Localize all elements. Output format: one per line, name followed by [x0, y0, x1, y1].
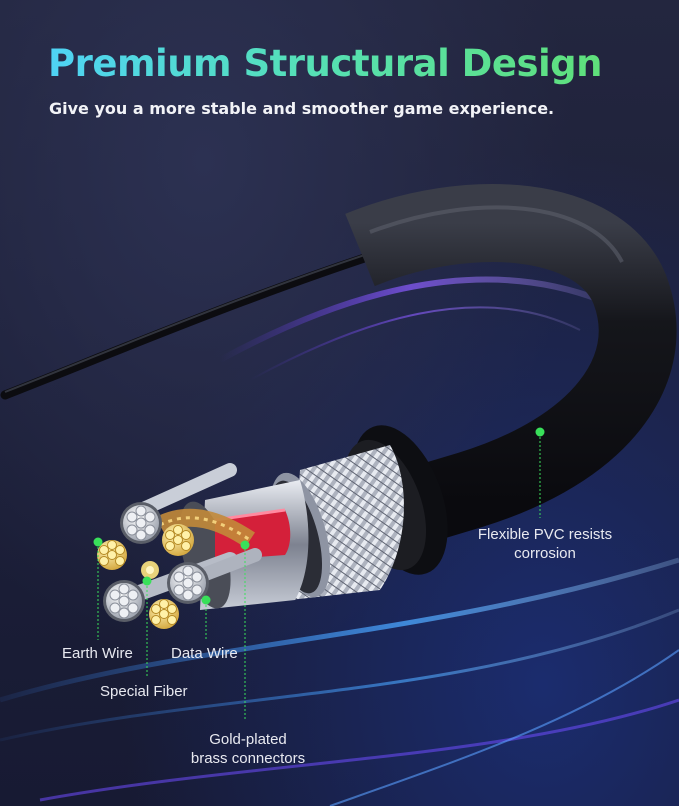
- special-fiber-core: [141, 561, 159, 579]
- callout-dot: [142, 576, 152, 586]
- page-title: Premium Structural Design: [48, 42, 602, 85]
- callout-pvc-line2: corrosion: [514, 545, 576, 562]
- callout-special-fiber: Special Fiber: [100, 683, 188, 700]
- callout-gold-plated: Gold-plated brass connectors: [183, 730, 313, 768]
- data-wire-bundle: [103, 580, 145, 622]
- callout-data-wire: Data Wire: [171, 645, 238, 662]
- callout-earth-wire: Earth Wire: [62, 645, 133, 662]
- page-subtitle: Give you a more stable and smoother game…: [49, 99, 555, 118]
- callout-dot: [201, 595, 211, 605]
- callout-pvc-line1: Flexible PVC resists: [477, 526, 613, 543]
- callout-gold-line1: Gold-plated: [209, 731, 287, 748]
- callout-gold-line2: brass connectors: [190, 750, 306, 767]
- silver-conductor-bundle: [167, 562, 209, 604]
- callout-dot: [93, 537, 103, 547]
- gold-conductor-bundle: [149, 599, 179, 629]
- callout-dot: [535, 427, 545, 437]
- gold-conductor-bundle: [162, 524, 194, 556]
- callout-pvc: Flexible PVC resists corrosion: [472, 525, 618, 563]
- earth-wire-bundle: [120, 502, 162, 544]
- callout-dot: [240, 540, 250, 550]
- gold-conductor-bundle: [97, 540, 127, 570]
